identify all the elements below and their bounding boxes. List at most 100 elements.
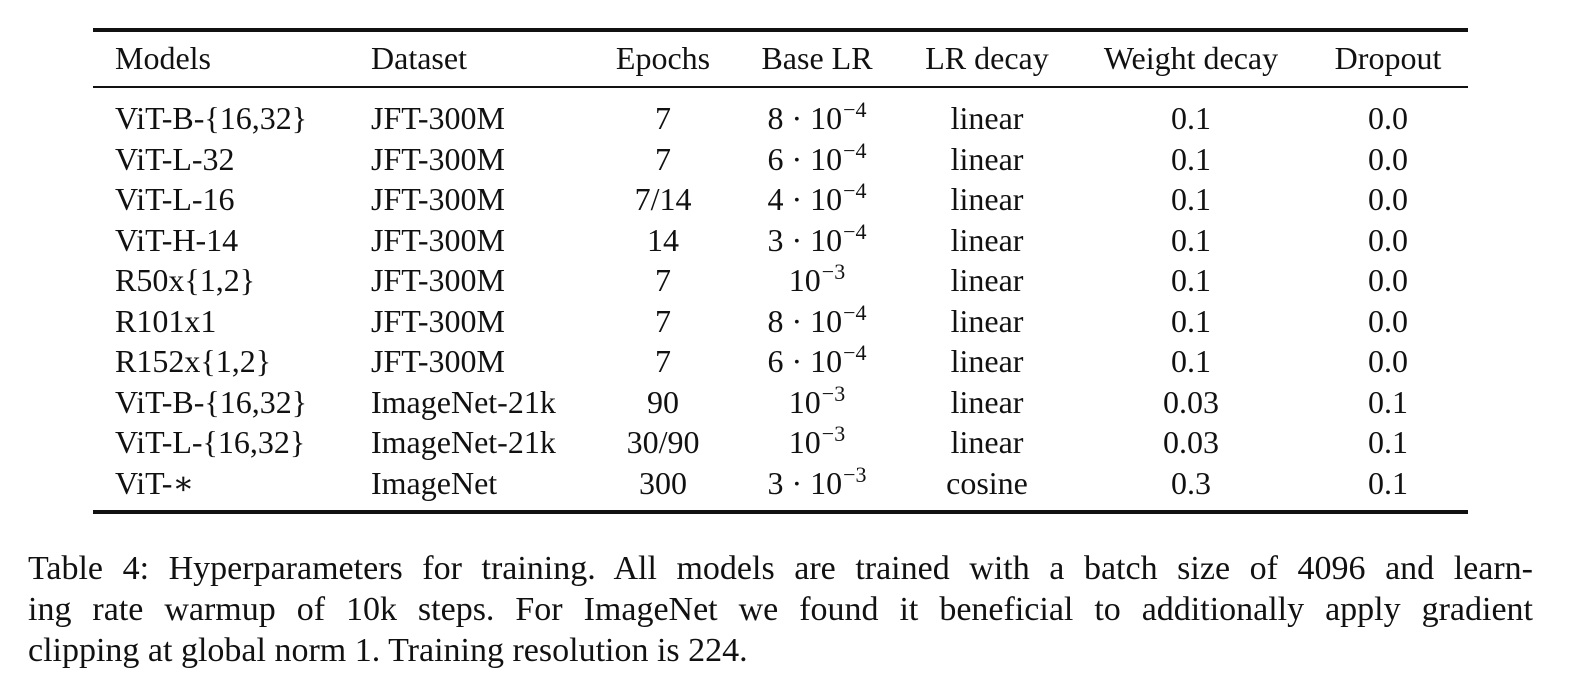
dropout-value: 0.0	[1368, 221, 1408, 258]
lr-decay-value: linear	[950, 140, 1024, 177]
table-top-rule	[93, 28, 1468, 32]
epochs-value: 14	[647, 221, 679, 258]
dataset-name: ImageNet-21k	[371, 383, 556, 420]
model-name: ViT-H-14	[115, 221, 239, 258]
dropout-value: 0.0	[1368, 262, 1408, 298]
base-lr-exponent: −3	[821, 421, 846, 446]
model-name: R152x{1,2}	[115, 343, 272, 379]
dropout-value: 0.1	[1368, 424, 1408, 460]
header-lr-decay: LR decay	[925, 40, 1049, 76]
dataset-name: JFT-300M	[371, 140, 505, 177]
lr-decay-value: linear	[950, 262, 1024, 298]
dropout-value: 0.1	[1368, 383, 1408, 420]
dropout-value: 0.0	[1368, 100, 1408, 136]
epochs-value: 30/90	[626, 424, 700, 460]
epochs-value: 7	[655, 302, 671, 339]
base-lr-mantissa: 10	[788, 424, 821, 460]
base-lr-value: 10−3	[789, 259, 846, 300]
base-lr-exponent: −4	[843, 97, 867, 122]
dataset-name: JFT-300M	[371, 302, 505, 339]
model-name: ViT-B-{16,32}	[115, 383, 308, 420]
weight-decay-value: 0.03	[1163, 383, 1219, 420]
caption-line-3: clipping at global norm 1. Training reso…	[28, 632, 748, 669]
lr-decay-value: linear	[950, 221, 1024, 258]
weight-decay-value: 0.1	[1171, 262, 1211, 298]
epochs-value: 7	[655, 343, 671, 379]
table-row: ViT-H-14 JFT-300M 14 3 · 10−4 linear 0.1 0.0	[93, 218, 1468, 260]
base-lr-exponent: −3	[821, 259, 846, 284]
model-name: R101x1	[115, 302, 217, 339]
weight-decay-value: 0.1	[1171, 181, 1211, 217]
table-row: ViT-L-32 JFT-300M 7 6 · 10−4 linear 0.1 0.0	[93, 137, 1468, 179]
lr-decay-value: linear	[950, 383, 1024, 420]
caption-line-2: ing rate warmup of 10k steps. For ImageN…	[28, 591, 1533, 628]
header-base-lr: Base LR	[761, 40, 873, 76]
dataset-name: JFT-300M	[371, 100, 505, 136]
base-lr-exponent: −4	[843, 178, 867, 203]
table-header-row: Models Dataset Epochs Base LR LR decay W…	[93, 38, 1468, 78]
base-lr-value: 6 · 10−4	[767, 137, 867, 179]
epochs-value: 7	[655, 140, 671, 177]
model-name: ViT-B-{16,32}	[115, 100, 308, 136]
dataset-name: JFT-300M	[371, 221, 505, 258]
base-lr-mantissa: 10	[788, 383, 821, 420]
model-name: ViT-L-{16,32}	[115, 424, 306, 460]
lr-decay-value: linear	[950, 302, 1024, 339]
lr-decay-value: linear	[950, 343, 1024, 379]
base-lr-exponent: −3	[843, 461, 867, 487]
base-lr-value: 6 · 10−4	[767, 340, 867, 381]
weight-decay-value: 0.3	[1171, 464, 1211, 501]
weight-decay-value: 0.1	[1171, 302, 1211, 339]
lr-decay-value: linear	[950, 100, 1024, 136]
weight-decay-value: 0.03	[1163, 424, 1219, 460]
base-lr-mantissa: 6 · 10	[767, 140, 843, 177]
header-dataset: Dataset	[371, 40, 467, 76]
base-lr-value: 10−3	[788, 421, 846, 462]
table-caption: Table 4: Hyperparameters for training. A…	[28, 548, 1533, 671]
epochs-value: 300	[639, 464, 687, 501]
dataset-name: JFT-300M	[371, 181, 505, 217]
dropout-value: 0.1	[1368, 464, 1408, 501]
base-lr-value: 8 · 10−4	[767, 97, 867, 138]
header-weight-decay: Weight decay	[1103, 40, 1279, 76]
base-lr-mantissa: 4 · 10	[767, 181, 843, 217]
table-row: ViT-B-{16,32} ImageNet-21k 90 10−3 linear 0.0…	[93, 380, 1468, 422]
base-lr-exponent: −3	[821, 380, 846, 406]
header-models: Models	[115, 40, 211, 76]
base-lr-value: 4 · 10−4	[767, 178, 867, 219]
weight-decay-value: 0.1	[1171, 221, 1211, 258]
base-lr-mantissa: 3 · 10	[767, 464, 843, 501]
dropout-value: 0.0	[1368, 181, 1408, 217]
dataset-name: ImageNet	[371, 464, 498, 501]
base-lr-exponent: −4	[843, 218, 867, 244]
base-lr-exponent: −4	[843, 137, 867, 163]
weight-decay-value: 0.1	[1171, 100, 1211, 136]
weight-decay-value: 0.1	[1171, 343, 1211, 379]
epochs-value: 90	[647, 383, 679, 420]
model-name: ViT-L-16	[115, 181, 235, 217]
weight-decay-value: 0.1	[1171, 140, 1211, 177]
header-epochs: Epochs	[615, 40, 711, 76]
table-header-rule	[93, 86, 1468, 88]
dataset-name: ImageNet-21k	[371, 424, 556, 460]
base-lr-exponent: −4	[843, 340, 867, 365]
caption-line-1: Table 4: Hyperparameters for training. A…	[28, 550, 1533, 587]
base-lr-exponent: −4	[843, 299, 867, 325]
dropout-value: 0.0	[1368, 343, 1408, 379]
base-lr-value: 3 · 10−4	[767, 218, 867, 260]
base-lr-value: 8 · 10−4	[767, 299, 867, 341]
base-lr-value: 3 · 10−3	[767, 461, 867, 503]
lr-decay-value: linear	[950, 424, 1024, 460]
lr-decay-value: linear	[950, 181, 1024, 217]
dropout-value: 0.0	[1368, 140, 1408, 177]
model-name: ViT-L-32	[115, 140, 235, 177]
header-dropout: Dropout	[1334, 40, 1442, 76]
base-lr-mantissa: 6 · 10	[767, 343, 843, 379]
model-name: R50x{1,2}	[115, 262, 256, 298]
